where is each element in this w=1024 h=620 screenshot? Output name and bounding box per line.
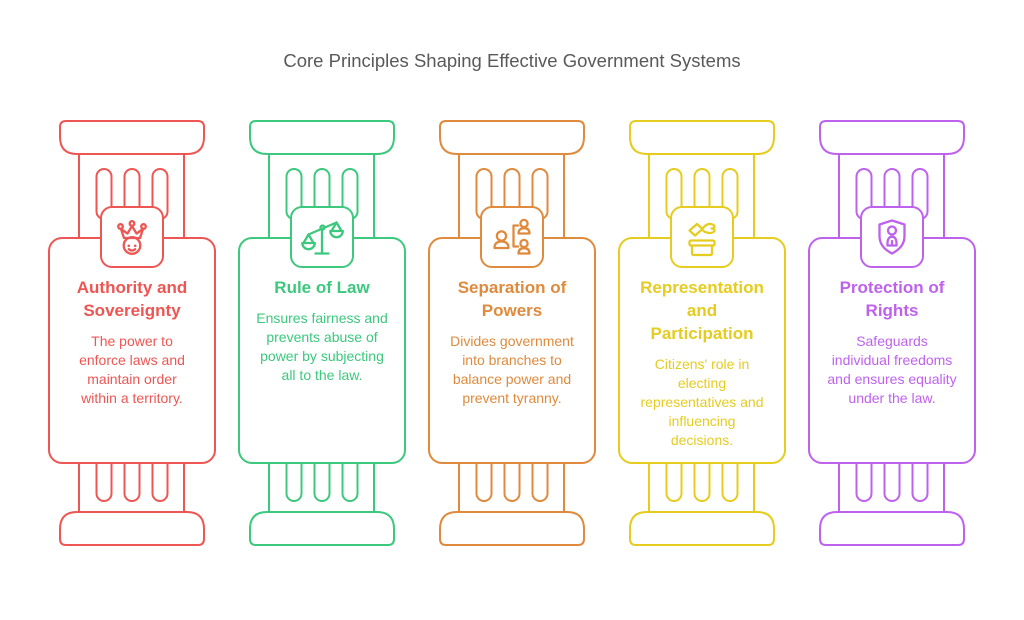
column-capital — [819, 120, 965, 155]
icon-badge — [860, 206, 924, 268]
column-base — [819, 511, 965, 546]
column-capital — [249, 120, 395, 155]
column-shaft-lower — [648, 462, 755, 512]
column-base — [439, 511, 585, 546]
card-title: Separation of Powers — [457, 278, 567, 320]
ballot-box-icon — [688, 222, 716, 257]
column-shaft-upper — [458, 154, 565, 240]
principle-card: Authority and Sovereignty The power to e… — [48, 237, 216, 464]
principle-card: Separation of Powers Divides government … — [428, 237, 596, 464]
page-title: Core Principles Shaping Effective Govern… — [283, 50, 741, 71]
column-shaft-upper — [648, 154, 755, 240]
column-capital — [439, 120, 585, 155]
column-shaft-upper — [268, 154, 375, 240]
column-shaft-lower — [458, 462, 565, 512]
hierarchy-people-icon — [493, 218, 531, 255]
column-base — [59, 511, 205, 546]
card-title: Authority and Sovereignty — [76, 278, 188, 320]
principle-card: Representation and Participation Citizen… — [618, 237, 786, 464]
pillar-authority-sovereignty: Authority and Sovereignty The power to e… — [37, 118, 227, 548]
justice-scales-icon — [301, 221, 344, 255]
column-graphic — [819, 120, 965, 546]
column-base — [629, 511, 775, 546]
column-capital — [59, 120, 205, 155]
column-shaft-upper — [838, 154, 945, 240]
card-description: Divides government into branches to bala… — [450, 333, 574, 406]
card-title: Protection of Rights — [839, 278, 945, 320]
pillar-protection-of-rights: Protection of Rights Safeguards individu… — [797, 118, 987, 548]
crown-king-icon — [117, 220, 147, 255]
card-description: The power to enforce laws and maintain o… — [79, 333, 185, 406]
pillar-separation-of-powers: Separation of Powers Divides government … — [417, 118, 607, 548]
card-title: Representation and Participation — [640, 278, 764, 343]
column-base — [249, 511, 395, 546]
column-shaft-lower — [78, 462, 185, 512]
icon-badge — [100, 206, 164, 268]
card-description: Ensures fairness and prevents abuse of p… — [256, 310, 388, 383]
column-capital — [629, 120, 775, 155]
shield-person-icon — [878, 219, 906, 255]
column-shaft-lower — [268, 462, 375, 512]
column-graphic — [629, 120, 775, 546]
column-shaft-upper — [78, 154, 185, 240]
icon-badge — [480, 206, 544, 268]
card-description: Citizens' role in electing representativ… — [640, 356, 764, 448]
card-title: Rule of Law — [274, 278, 370, 297]
column-shaft-lower — [838, 462, 945, 512]
pillar-row: Authority and Sovereignty The power to e… — [37, 118, 987, 550]
icon-badge — [670, 206, 734, 268]
pillar-representation-participation: Representation and Participation Citizen… — [607, 118, 797, 548]
principle-card: Rule of Law Ensures fairness and prevent… — [238, 237, 406, 464]
card-description: Safeguards individual freedoms and ensur… — [827, 333, 957, 406]
pillar-rule-of-law: Rule of Law Ensures fairness and prevent… — [227, 118, 417, 548]
icon-badge — [290, 206, 354, 268]
principle-card: Protection of Rights Safeguards individu… — [808, 237, 976, 464]
